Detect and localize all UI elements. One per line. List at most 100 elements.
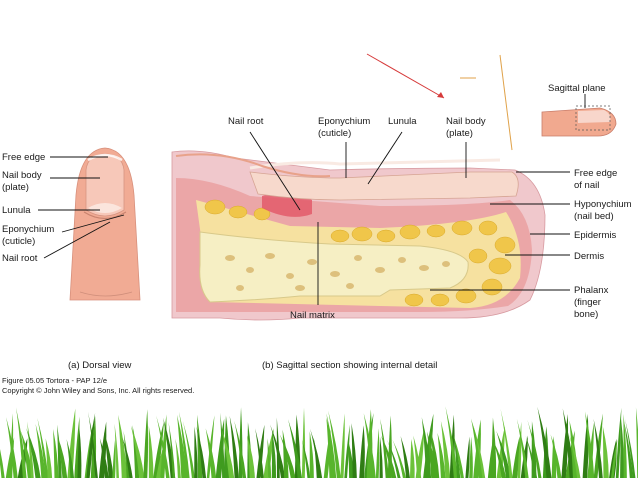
section-phalanx bbox=[199, 231, 469, 303]
caption-a: (a) Dorsal view bbox=[68, 360, 131, 371]
label-phalanx-2: (finger bbox=[574, 297, 601, 308]
grass-blade bbox=[112, 439, 116, 478]
grass-blade bbox=[288, 419, 303, 478]
label-lunula-a: Lunula bbox=[2, 205, 31, 216]
grass-blade bbox=[491, 417, 497, 478]
grass-blade bbox=[53, 428, 59, 478]
grass-blade bbox=[221, 429, 235, 478]
label-hyponychium-2: (nail bed) bbox=[574, 211, 614, 222]
grass-blade bbox=[344, 424, 350, 478]
grass-blade bbox=[66, 439, 75, 478]
inset-label: Sagittal plane bbox=[548, 83, 606, 94]
grass-blade bbox=[348, 439, 354, 478]
grass-blade bbox=[0, 449, 5, 478]
label-phalanx-3: bone) bbox=[574, 309, 598, 320]
grass-blade bbox=[84, 424, 93, 478]
grass-blade bbox=[635, 407, 638, 478]
grass-blade bbox=[380, 435, 397, 478]
grass-blade bbox=[525, 435, 538, 478]
grass-blade bbox=[512, 435, 520, 478]
grass-blade bbox=[569, 434, 581, 478]
annotation-arrows bbox=[366, 53, 513, 151]
grass-blade bbox=[88, 411, 98, 478]
grass-blade bbox=[363, 413, 376, 478]
grass-blade bbox=[386, 439, 401, 478]
grass-blade bbox=[310, 428, 323, 478]
grass-blade bbox=[445, 406, 458, 478]
grass-blade bbox=[500, 408, 513, 478]
grass-blade bbox=[615, 407, 622, 478]
grass-blade bbox=[602, 426, 609, 478]
grass-blade bbox=[156, 415, 170, 478]
section-nail-plate bbox=[249, 171, 519, 201]
grass-blade bbox=[492, 439, 507, 478]
grass-blade bbox=[220, 412, 225, 478]
grass-blade bbox=[282, 429, 289, 478]
grass-blade bbox=[582, 413, 589, 478]
grass-blade bbox=[35, 423, 46, 478]
grass-blade bbox=[77, 427, 82, 478]
grass-blade bbox=[340, 413, 345, 478]
grass-blade bbox=[610, 439, 618, 478]
grass-blade bbox=[205, 428, 217, 478]
label-nail-root-b: Nail root bbox=[228, 116, 264, 127]
grass-blade bbox=[229, 415, 239, 478]
label-eponychium-a: Eponychium bbox=[2, 224, 54, 235]
grass-blade bbox=[379, 436, 383, 478]
grass-blade bbox=[413, 435, 422, 478]
grass-blade bbox=[537, 406, 552, 478]
grass-blade bbox=[301, 439, 311, 478]
label-eponychium-a-2: (cuticle) bbox=[2, 236, 35, 247]
grass-blade bbox=[267, 438, 272, 478]
grass-blade bbox=[593, 418, 603, 478]
sagittal-plane-inset: Sagittal plane bbox=[541, 83, 617, 137]
grass-blade bbox=[375, 428, 380, 478]
grass-blade bbox=[143, 409, 149, 478]
dorsal-labels: Free edge Nail body (plate) Lunula Epony… bbox=[2, 152, 54, 264]
dorsal-lunula bbox=[88, 203, 122, 213]
grass-blade bbox=[328, 410, 341, 478]
grass-blade bbox=[516, 418, 529, 478]
label-dermis: Dermis bbox=[574, 251, 604, 262]
section-labels: Nail root Eponychium (cuticle) Lunula Na… bbox=[228, 116, 632, 321]
grass-blade bbox=[20, 430, 34, 478]
grass-blade bbox=[623, 413, 627, 478]
grass-blade bbox=[609, 438, 617, 478]
red-arrow bbox=[366, 53, 445, 99]
grass-blade bbox=[271, 431, 277, 478]
grass-blade bbox=[430, 429, 440, 478]
grass-blade bbox=[440, 420, 451, 478]
grass-border bbox=[0, 406, 638, 478]
grass-blade bbox=[148, 425, 154, 478]
grass-blade bbox=[15, 407, 27, 478]
grass-blade bbox=[421, 417, 432, 478]
label-nail-body-b: Nail body bbox=[446, 116, 486, 127]
dorsal-leaders bbox=[38, 156, 125, 259]
label-eponychium-b: Eponychium bbox=[318, 116, 370, 127]
orange-arrow bbox=[499, 54, 513, 151]
grass-blade bbox=[175, 438, 181, 478]
grass-blade bbox=[453, 434, 464, 478]
grass-blade bbox=[550, 434, 562, 478]
grass-blade bbox=[301, 407, 306, 478]
grass-blade bbox=[45, 438, 53, 478]
grass-blade bbox=[380, 418, 389, 478]
grass-blade bbox=[182, 420, 195, 478]
label-free-edge-a: Free edge bbox=[2, 152, 45, 163]
grass-blade bbox=[625, 418, 636, 478]
credit-line-1: Figure 05.05 Tortora - PAP 12/e bbox=[2, 376, 107, 385]
grass-blade bbox=[130, 425, 145, 478]
grass-blade bbox=[392, 439, 407, 478]
grass-blade bbox=[409, 439, 415, 478]
grass-blade bbox=[326, 413, 337, 478]
grass-blade bbox=[527, 419, 542, 478]
grass-blade bbox=[114, 423, 119, 478]
caption-b: (b) Sagittal section showing internal de… bbox=[262, 360, 437, 371]
grass-blade bbox=[585, 411, 595, 478]
credit-line-2: Copyright © John Wiley and Sons, Inc. Al… bbox=[2, 386, 194, 395]
grass-blade bbox=[255, 428, 264, 478]
grass-blade bbox=[177, 414, 187, 478]
grass-blade bbox=[437, 432, 446, 478]
grass-blade bbox=[26, 428, 41, 478]
